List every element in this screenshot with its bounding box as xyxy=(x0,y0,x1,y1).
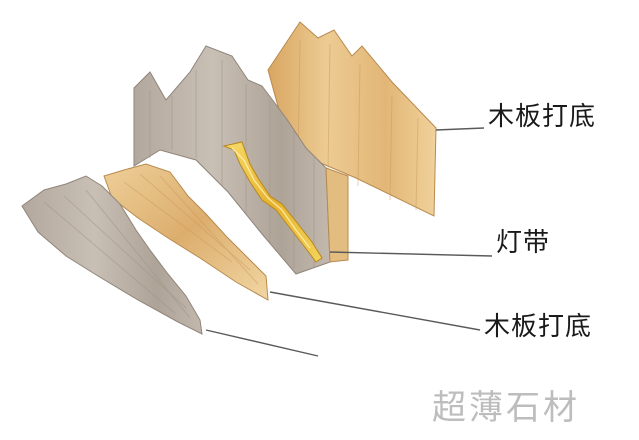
label-led-strip: 灯带 xyxy=(496,230,550,256)
leader-line-led xyxy=(330,252,492,256)
leader-line-bottom-extension xyxy=(206,330,318,356)
label-wood-backing-top: 木板打底 xyxy=(488,104,596,130)
watermark-text: 超薄石材 xyxy=(432,380,580,429)
leader-line-bottom xyxy=(270,292,480,330)
leader-line-top xyxy=(436,128,484,130)
label-wood-backing-bottom: 木板打底 xyxy=(484,314,592,340)
